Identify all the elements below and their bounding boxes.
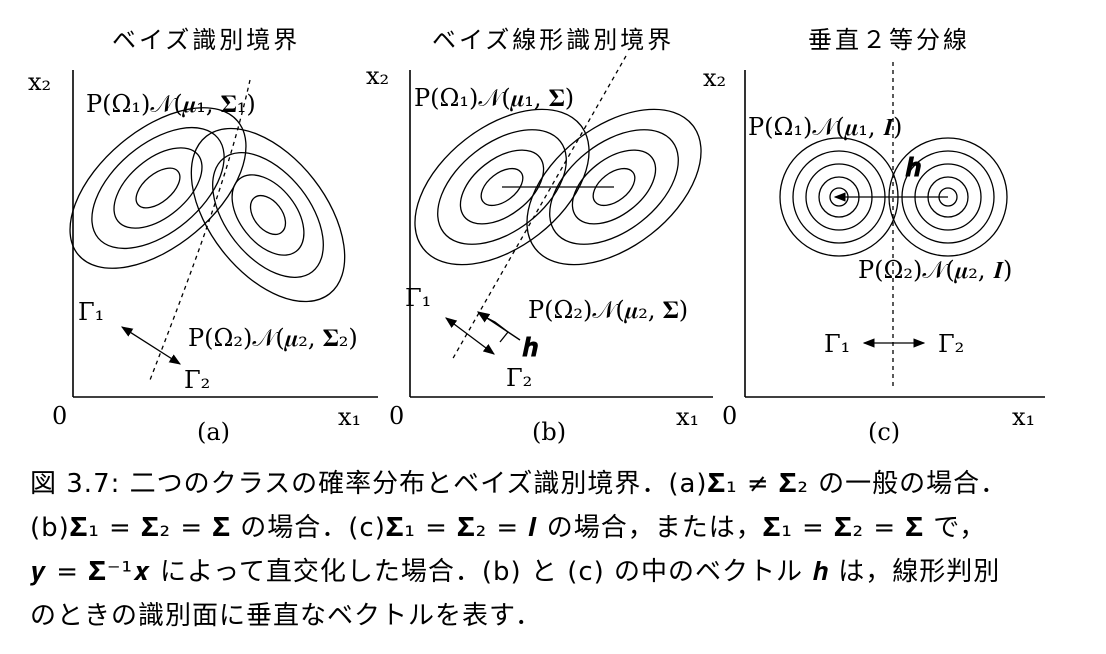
panel-a-region2-label: Γ₂ xyxy=(184,366,210,394)
panel-c-y-label: x₂ xyxy=(703,64,726,92)
panel-b-vector-h-arrow xyxy=(476,311,521,341)
panel-c-x-label: x₁ xyxy=(1012,403,1035,431)
panel-c-sublabel: (c) xyxy=(868,418,900,446)
caption-line-3: 𝒚 = 𝚺⁻¹𝒙 によって直交化した場合．(b) と (c) の中のベクトル 𝒉… xyxy=(30,557,1001,587)
panel-a-origin: 0 xyxy=(52,402,67,430)
panel-b: ベイズ線形識別境界 x₂ x₁ 0 P(Ω₁)𝒩(𝝁₁, 𝚺) P(Ω₂)𝒩(𝝁… xyxy=(366,26,713,446)
panel-b-region1-label: Γ₁ xyxy=(405,284,431,312)
panel-c-dist1-label: P(Ω₁)𝒩(𝝁₁, 𝑰) xyxy=(748,113,902,141)
panel-c-dist2-label: P(Ω₂)𝒩(𝝁₂, 𝑰) xyxy=(858,256,1012,284)
panel-b-origin: 0 xyxy=(389,402,404,430)
panel-a-dist1-label: P(Ω₁)𝒩(𝝁₁, 𝚺₁) xyxy=(86,90,256,118)
panel-a-title: ベイズ識別境界 xyxy=(112,26,300,54)
panel-c: 垂直２等分線 x₂ x₁ 0 P(Ω₁)𝒩(𝝁₁, 𝑰) P(Ω₂)𝒩(𝝁₂, … xyxy=(703,26,1045,446)
panel-b-sublabel: (b) xyxy=(532,418,566,446)
caption-line-1: 図 3.7: 二つのクラスの確率分布とベイズ識別境界．(a)𝚺₁ ≠ 𝚺₂ の一… xyxy=(30,469,1008,499)
panel-c-origin: 0 xyxy=(722,402,737,430)
panel-a-region1-label: Γ₁ xyxy=(78,298,104,326)
panel-c-region2-label: Γ₂ xyxy=(938,330,964,358)
panel-a-sublabel: (a) xyxy=(197,418,230,446)
panel-b-title: ベイズ線形識別境界 xyxy=(432,26,674,54)
panel-c-title: 垂直２等分線 xyxy=(808,26,970,54)
panel-b-vector-h-label: 𝒉 xyxy=(522,333,538,363)
panel-a-x-label: x₁ xyxy=(338,403,361,431)
panel-a-bayes-boundary xyxy=(149,79,251,381)
panel-b-axes xyxy=(409,70,713,398)
panel-b-y-label: x₂ xyxy=(366,62,389,90)
panel-a-axes xyxy=(72,70,378,398)
figure-caption: 図 3.7: 二つのクラスの確率分布とベイズ識別境界．(a)𝚺₁ ≠ 𝚺₂ の一… xyxy=(30,462,1080,638)
panel-b-distribution-2-contours xyxy=(526,108,702,266)
panel-b-region-arrow xyxy=(445,317,495,355)
panel-b-dist1-label: P(Ω₁)𝒩(𝝁₁, 𝚺) xyxy=(414,84,574,112)
panel-b-x-label: x₁ xyxy=(676,403,699,431)
panel-b-dist2-label: P(Ω₂)𝒩(𝝁₂, 𝚺) xyxy=(528,296,688,324)
panel-c-axes xyxy=(744,70,1045,398)
panel-a-dist2-label: P(Ω₂)𝒩(𝝁₂, 𝚺₂) xyxy=(188,324,358,352)
panel-c-region1-label: Γ₁ xyxy=(824,330,850,358)
panel-b-linear-boundary xyxy=(451,55,627,361)
panel-b-region2-label: Γ₂ xyxy=(506,364,532,392)
caption-line-4: のときの識別面に垂直なベクトルを表す． xyxy=(30,601,542,631)
panel-a-y-label: x₂ xyxy=(28,68,51,96)
panel-c-vector-h-label: 𝒉 xyxy=(905,153,921,183)
panel-a: ベイズ識別境界 x₂ x₁ 0 P(Ω₁)𝒩(𝝁₁, 𝚺₁) P(Ω₂)𝒩(𝝁₂… xyxy=(28,26,378,446)
caption-line-2: (b)𝚺₁ = 𝚺₂ = 𝚺 の場合．(c)𝚺₁ = 𝚺₂ = 𝑰 の場合，また… xyxy=(30,513,987,543)
panel-a-distribution-2-contours xyxy=(190,127,346,303)
panel-a-region-arrow xyxy=(121,326,181,365)
